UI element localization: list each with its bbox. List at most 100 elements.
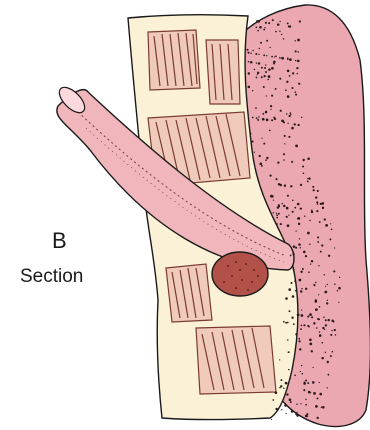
speckle-dot bbox=[322, 206, 324, 208]
speckle-dot bbox=[296, 403, 297, 404]
speckle-dot bbox=[319, 382, 320, 383]
speckle-dot bbox=[296, 67, 298, 69]
speckle-dot bbox=[302, 268, 304, 270]
speckle-dot bbox=[279, 184, 282, 187]
speckle-dot bbox=[272, 19, 274, 21]
speckle-dot bbox=[299, 20, 301, 22]
speckle-dot bbox=[257, 30, 259, 32]
speckle-dot bbox=[265, 22, 267, 24]
speckle-dot bbox=[291, 282, 293, 284]
speckle-dot bbox=[281, 409, 282, 410]
speckle-dot bbox=[300, 247, 301, 248]
speckle-dot bbox=[311, 211, 313, 213]
speckle-dot bbox=[275, 55, 277, 57]
speckle-dot bbox=[264, 27, 265, 28]
muscle-bundle-2 bbox=[206, 40, 240, 104]
speckle-dot bbox=[255, 53, 257, 55]
speckle-dot bbox=[334, 283, 336, 285]
speckle-dot bbox=[281, 120, 284, 123]
speckle-dot bbox=[297, 73, 299, 75]
speckle-dot bbox=[297, 203, 300, 206]
speckle-dot bbox=[287, 95, 290, 98]
speckle-dot bbox=[339, 277, 340, 278]
speckle-dot bbox=[287, 339, 288, 340]
speckle-dot bbox=[316, 201, 318, 203]
speckle-dot bbox=[321, 357, 323, 359]
speckle-dot bbox=[300, 290, 302, 292]
speckle-dot bbox=[301, 365, 302, 366]
speckle-dot bbox=[309, 243, 310, 244]
speckle-dot bbox=[313, 189, 315, 191]
speckle-dot bbox=[312, 367, 313, 368]
speckle-dot bbox=[284, 184, 286, 186]
speckle-dot bbox=[305, 255, 307, 257]
speckle-dot bbox=[271, 419, 272, 420]
speckle-dot bbox=[289, 75, 291, 77]
speckle-dot bbox=[338, 287, 341, 290]
speckle-dot bbox=[283, 38, 285, 40]
speckle-dot bbox=[285, 382, 288, 385]
speckle-dot bbox=[332, 351, 334, 353]
speckle-dot bbox=[324, 218, 326, 220]
speckle-dot bbox=[290, 185, 292, 187]
speckle-dot bbox=[256, 77, 258, 79]
speckle-dot bbox=[266, 157, 268, 159]
speckle-dot bbox=[290, 255, 292, 257]
speckle-dot bbox=[275, 178, 277, 180]
speckle-dot bbox=[325, 352, 326, 353]
speckle-dot bbox=[299, 279, 302, 282]
speckle-dot bbox=[321, 244, 323, 246]
speckle-dot bbox=[301, 325, 303, 327]
speckle-dot bbox=[303, 382, 306, 385]
speckle-dot bbox=[269, 47, 270, 48]
speckle-dot bbox=[303, 324, 305, 326]
speckle-dot bbox=[286, 216, 288, 218]
speckle-dot bbox=[313, 284, 315, 286]
speckle-dot bbox=[275, 31, 277, 33]
speckle-dot bbox=[248, 72, 250, 74]
speckle-dot bbox=[278, 213, 280, 215]
speckle-dot bbox=[313, 392, 316, 395]
speckle-dot bbox=[307, 382, 309, 384]
speckle-dot bbox=[325, 324, 327, 326]
speckle-dot bbox=[289, 58, 292, 61]
speckle-dot bbox=[323, 316, 325, 318]
speckle-dot bbox=[303, 159, 305, 161]
speckle-dot bbox=[334, 247, 335, 248]
speckle-dot bbox=[327, 387, 328, 388]
speckle-dot bbox=[288, 369, 289, 370]
speckle-dot bbox=[279, 21, 280, 22]
speckle-dot bbox=[301, 309, 302, 310]
speckle-dot bbox=[330, 355, 332, 357]
speckle-dot bbox=[304, 216, 305, 217]
speckle-dot bbox=[286, 81, 288, 83]
speckle-dot bbox=[252, 117, 254, 119]
speckle-dot bbox=[257, 119, 259, 121]
speckle-dot bbox=[269, 130, 271, 132]
speckle-dot bbox=[318, 294, 319, 295]
speckle-dot bbox=[255, 107, 257, 109]
speckle-dot bbox=[283, 321, 285, 323]
speckle-dot bbox=[248, 86, 251, 89]
speckle-dot bbox=[322, 342, 324, 344]
speckle-dot bbox=[276, 214, 278, 216]
speckle-dot bbox=[270, 105, 272, 107]
speckle-dot bbox=[289, 310, 291, 312]
speckle-dot bbox=[254, 69, 255, 70]
speckle-dot bbox=[281, 57, 284, 60]
speckle-dot bbox=[303, 172, 305, 174]
speckle-dot bbox=[315, 308, 318, 311]
speckle-dot bbox=[273, 199, 274, 200]
speckle-dot bbox=[288, 351, 290, 353]
speckle-dot bbox=[258, 116, 259, 117]
speckle-dot bbox=[283, 122, 284, 123]
speckle-dot bbox=[261, 165, 263, 167]
speckle-dot bbox=[305, 288, 307, 290]
speckle-dot bbox=[263, 54, 265, 56]
speckle-dot bbox=[321, 202, 324, 205]
speckle-dot bbox=[291, 161, 293, 163]
speckle-dot bbox=[327, 374, 329, 376]
speckle-dot bbox=[337, 290, 339, 292]
speckle-dot bbox=[275, 391, 278, 394]
speckle-dot bbox=[335, 334, 336, 335]
